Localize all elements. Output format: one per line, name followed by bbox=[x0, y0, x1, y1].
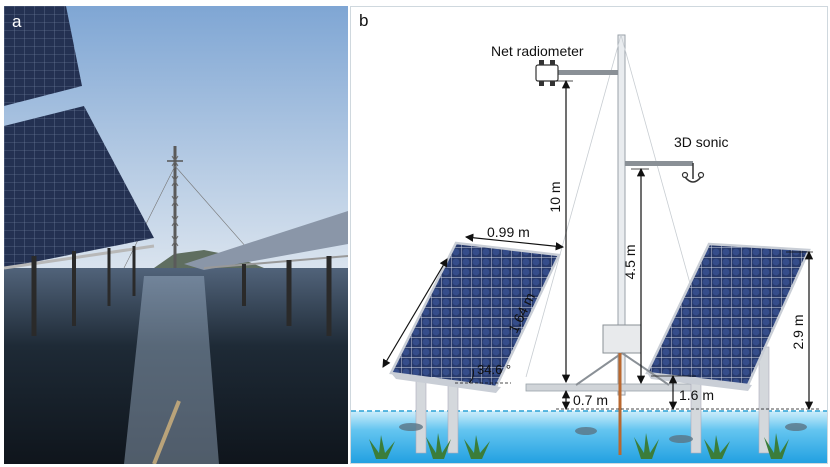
dim-07m-label: 0.7 m bbox=[573, 392, 608, 408]
dim-45m-label: 4.5 m bbox=[622, 244, 638, 279]
net-radiometer-label: Net radiometer bbox=[491, 43, 584, 59]
dim-164m-line bbox=[382, 258, 448, 368]
foreground-pole bbox=[152, 400, 181, 464]
schematic-illustration: Net radiometer 3D sonic 10 m 4.5 m 0.99 … bbox=[351, 34, 827, 463]
dim-16m-label: 1.6 m bbox=[679, 387, 714, 403]
aquatic-plants bbox=[369, 433, 789, 459]
tilt-angle-label: 34.6 ° bbox=[477, 362, 511, 377]
right-solar-panel bbox=[645, 242, 811, 454]
schematic-panel: Net radiometer 3D sonic 10 m 4.5 m 0.99 … bbox=[350, 6, 828, 464]
tilt-angle-arc bbox=[468, 368, 474, 384]
panel-b-label: b bbox=[359, 11, 369, 30]
fish bbox=[399, 423, 807, 443]
net-radiometer-sensor bbox=[535, 60, 618, 86]
dim-099m-label: 0.99 m bbox=[487, 224, 530, 240]
left-solar-arrays bbox=[4, 6, 155, 336]
datalogger-box bbox=[575, 324, 670, 386]
photo-panel: a bbox=[4, 6, 348, 464]
photo-illustration bbox=[4, 6, 348, 464]
right-solar-arrays bbox=[184, 211, 348, 336]
water-reflection bbox=[124, 276, 219, 464]
support-frame bbox=[525, 383, 697, 392]
dimension-lines bbox=[382, 79, 821, 411]
dim-10m-label: 10 m bbox=[547, 181, 563, 212]
dim-099m-line bbox=[464, 233, 565, 251]
panel-a-label: a bbox=[12, 12, 22, 31]
water-layer bbox=[351, 411, 827, 463]
sonic-label: 3D sonic bbox=[674, 134, 728, 150]
dim-29m-label: 2.9 m bbox=[790, 314, 806, 349]
sonic-anemometer-sensor bbox=[625, 161, 705, 183]
